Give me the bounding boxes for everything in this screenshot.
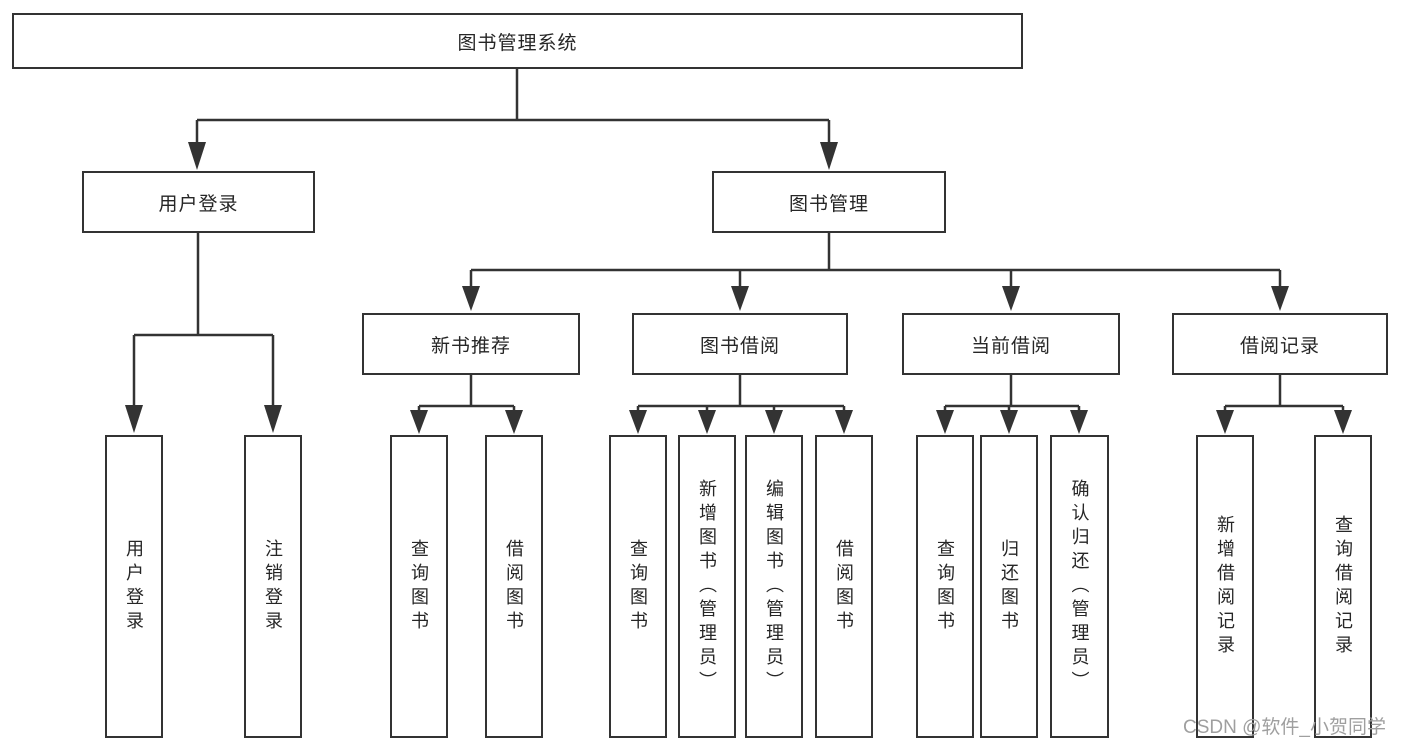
node-leaf-logout-label: 注销登录 xyxy=(263,538,283,635)
node-leaf-borrow-books-newrec-label: 借阅图书 xyxy=(504,538,524,635)
node-leaf-return-books: 归还图书 xyxy=(980,435,1038,738)
node-leaf-query-books-current-label: 查询图书 xyxy=(935,538,955,635)
node-leaf-confirm-return-admin: 确认归还（管理员） xyxy=(1050,435,1109,738)
node-new-book-recommend-label: 新书推荐 xyxy=(430,335,511,357)
node-leaf-user-login-label: 用户登录 xyxy=(124,538,144,635)
node-user-login: 用户登录 xyxy=(82,171,315,233)
node-root-label: 图书管理系统 xyxy=(457,32,578,54)
node-leaf-add-books-admin: 新增图书（管理员） xyxy=(678,435,736,738)
node-current-borrowing-label: 当前借阅 xyxy=(970,335,1051,357)
node-leaf-query-books-borrow: 查询图书 xyxy=(609,435,667,738)
node-leaf-borrow-books-borrow: 借阅图书 xyxy=(815,435,873,738)
node-leaf-query-books-newrec: 查询图书 xyxy=(390,435,448,738)
node-leaf-logout: 注销登录 xyxy=(244,435,302,738)
node-book-management-label: 图书管理 xyxy=(788,193,869,215)
watermark: CSDN @软件_小贺同学 xyxy=(1183,717,1386,738)
node-leaf-edit-books-admin: 编辑图书（管理员） xyxy=(745,435,803,738)
node-book-borrowing: 图书借阅 xyxy=(632,313,848,375)
node-new-book-recommend: 新书推荐 xyxy=(362,313,580,375)
node-book-management: 图书管理 xyxy=(712,171,946,233)
node-leaf-query-borrow-record-label: 查询借阅记录 xyxy=(1333,514,1353,659)
node-leaf-borrow-books-borrow-label: 借阅图书 xyxy=(834,538,854,635)
node-borrow-records: 借阅记录 xyxy=(1172,313,1388,375)
node-leaf-add-borrow-record-label: 新增借阅记录 xyxy=(1215,514,1235,659)
node-root: 图书管理系统 xyxy=(12,13,1023,69)
node-leaf-add-borrow-record: 新增借阅记录 xyxy=(1196,435,1254,738)
node-leaf-return-books-label: 归还图书 xyxy=(999,538,1019,635)
node-leaf-query-books-borrow-label: 查询图书 xyxy=(628,538,648,635)
node-leaf-add-books-admin-label: 新增图书（管理员） xyxy=(697,478,717,695)
node-book-borrowing-label: 图书借阅 xyxy=(699,335,780,357)
node-leaf-query-books-newrec-label: 查询图书 xyxy=(409,538,429,635)
node-leaf-user-login: 用户登录 xyxy=(105,435,163,738)
node-borrow-records-label: 借阅记录 xyxy=(1239,335,1320,357)
node-current-borrowing: 当前借阅 xyxy=(902,313,1120,375)
node-leaf-edit-books-admin-label: 编辑图书（管理员） xyxy=(764,478,784,695)
node-leaf-confirm-return-admin-label: 确认归还（管理员） xyxy=(1069,478,1090,695)
node-leaf-borrow-books-newrec: 借阅图书 xyxy=(485,435,543,738)
node-user-login-label: 用户登录 xyxy=(158,193,239,215)
node-leaf-query-books-current: 查询图书 xyxy=(916,435,974,738)
node-leaf-query-borrow-record: 查询借阅记录 xyxy=(1314,435,1372,738)
